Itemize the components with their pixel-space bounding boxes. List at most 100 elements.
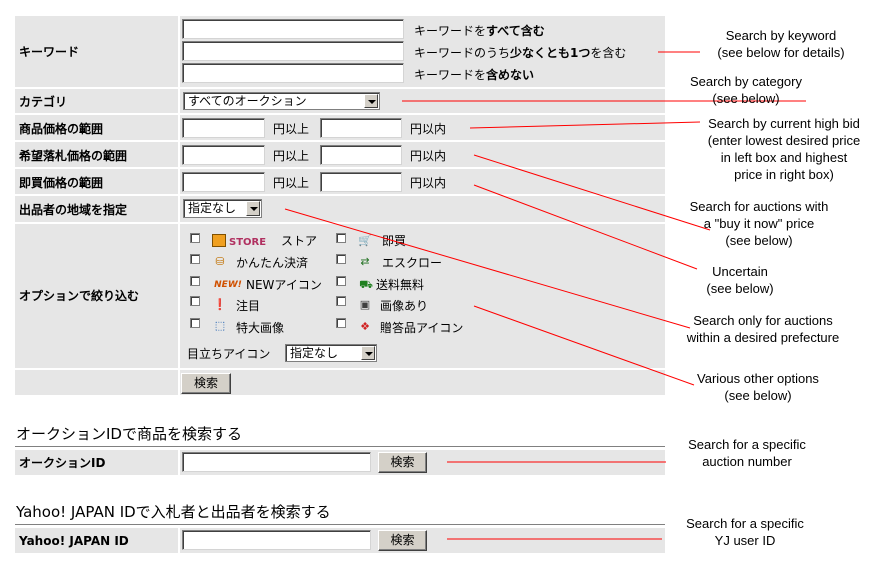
option-store-label: ストア [281, 234, 318, 248]
annotation-options-line2: (see below) [724, 388, 792, 403]
large-image-icon: ⬚ [214, 319, 226, 332]
desired-price-min-unit: 円以上 [273, 149, 310, 163]
camera-icon: ▣ [359, 298, 371, 311]
annotation-user-id-line1: Search for a specific [686, 516, 804, 531]
auction-id-search-button[interactable]: 検索 [378, 452, 427, 473]
keyword-none-caption: キーワードを含めない [414, 68, 534, 82]
label-cell-submit [15, 370, 178, 395]
user-id-search-button[interactable]: 検索 [378, 530, 427, 551]
annotation-keyword-line1: Search by keyword [725, 28, 837, 43]
buy-now-price-min-input[interactable] [182, 172, 265, 192]
label-cell-region [15, 196, 178, 222]
current-price-max-input[interactable] [320, 118, 402, 138]
annotation-buy-now: Search for auctions with a "buy it now" … [674, 198, 844, 249]
option-escrow-checkbox[interactable] [336, 254, 346, 264]
keyword-any-caption-pre: キーワードのうち [414, 46, 511, 60]
field-cell-submit [180, 370, 665, 395]
option-free-shipping-label: 送料無料 [376, 278, 425, 292]
option-new-checkbox[interactable] [190, 276, 200, 286]
annotation-user-id-line2: YJ user ID [714, 533, 776, 548]
keyword-any-input[interactable] [182, 41, 404, 61]
keyword-any-caption-post: を含む [590, 46, 627, 60]
annotation-auction-number-line1: Search for a specific [688, 437, 806, 452]
keyword-label: キーワード [19, 45, 80, 59]
annotation-options-line1: Various other options [697, 371, 819, 386]
region-select[interactable]: 指定なし [183, 199, 262, 218]
desired-price-max-input[interactable] [320, 145, 402, 165]
keyword-none-input[interactable] [182, 63, 404, 83]
desired-price-max-unit: 円以内 [410, 149, 447, 163]
annotation-category-line2: (see below) [712, 91, 780, 106]
option-featured-label: 注目 [236, 299, 261, 313]
keyword-any-caption-bold: 少なくとも1つ [510, 46, 591, 60]
keyword-all-caption-bold: すべて含む [486, 24, 545, 38]
annotation-line-prefecture [284, 208, 691, 329]
store-icon-text: STORE [229, 237, 267, 248]
featured-icon: ❗ [213, 298, 227, 311]
new-icon: NEW! [212, 278, 244, 292]
option-featured-checkbox[interactable] [190, 296, 200, 306]
annotation-uncertain-line2: (see below) [706, 281, 774, 296]
annotation-current-bid-line1: Search by current high bid [708, 116, 860, 131]
current-price-max-unit: 円以内 [410, 122, 447, 136]
buy-now-price-label: 即買価格の範囲 [19, 176, 104, 190]
free-shipping-icon: ⛟ [359, 278, 373, 291]
keyword-none-caption-pre: キーワードを [414, 68, 487, 82]
chevron-down-icon[interactable] [361, 346, 375, 360]
label-cell-options [15, 224, 178, 368]
keyword-all-caption-pre: キーワードを [414, 24, 487, 38]
chevron-down-icon[interactable] [364, 94, 378, 108]
annotation-uncertain: Uncertain (see below) [680, 263, 800, 297]
store-icon: STORE [212, 234, 272, 248]
keyword-none-caption-bold: 含めない [486, 68, 535, 82]
buy-now-price-max-input[interactable] [320, 172, 402, 192]
cart-icon: 🛒 [358, 234, 372, 247]
region-label: 出品者の地域を指定 [19, 203, 128, 217]
user-id-input[interactable] [182, 530, 371, 550]
annotation-category: Search by category (see below) [671, 73, 821, 107]
options-label: オプションで絞り込む [19, 289, 140, 303]
option-camera-checkbox[interactable] [336, 296, 346, 306]
label-cell-buy-now-price [15, 169, 178, 194]
option-easy-pay-label: かんたん決済 [236, 256, 309, 270]
label-cell-category [15, 89, 178, 113]
user-id-label-cell [15, 528, 178, 553]
buy-now-price-max-unit: 円以内 [410, 176, 447, 190]
annotation-keyword: Search by keyword (see below for details… [703, 27, 859, 61]
option-free-shipping-checkbox[interactable] [336, 276, 346, 286]
field-cell-options [180, 224, 665, 368]
current-price-min-input[interactable] [182, 118, 265, 138]
keyword-all-input[interactable] [182, 19, 404, 39]
option-store-checkbox[interactable] [190, 233, 200, 243]
option-easy-pay-checkbox[interactable] [190, 254, 200, 264]
annotation-prefecture: Search only for auctions within a desire… [672, 312, 854, 346]
label-cell-current-price [15, 115, 178, 140]
auction-id-input[interactable] [182, 452, 371, 472]
highlight-icon-select[interactable]: 指定なし [285, 344, 377, 362]
annotation-current-bid: Search by current high bid (enter lowest… [694, 115, 874, 183]
annotation-current-bid-line4: price in right box) [734, 167, 834, 182]
annotation-current-bid-line3: in left box and highest [720, 150, 848, 165]
annotation-user-id: Search for a specific YJ user ID [670, 515, 820, 549]
annotation-category-line1: Search by category [689, 74, 802, 89]
desired-price-label: 希望落札価格の範囲 [19, 149, 128, 163]
annotation-auction-number: Search for a specific auction number [672, 436, 822, 470]
current-price-label: 商品価格の範囲 [19, 122, 104, 136]
option-buy-now-checkbox[interactable] [336, 233, 346, 243]
annotation-buy-now-line3: (see below) [725, 233, 793, 248]
option-large-image-checkbox[interactable] [190, 318, 200, 328]
auction-id-label: オークションID [19, 456, 106, 470]
annotation-buy-now-line2: a "buy it now" price [703, 216, 815, 231]
chevron-down-icon[interactable] [246, 201, 260, 216]
desired-price-min-input[interactable] [182, 145, 265, 165]
annotation-line-uncertain [473, 184, 698, 270]
user-id-section-title: Yahoo! JAPAN IDで入札者と出品者を検索する [16, 503, 331, 521]
category-select[interactable]: すべてのオークション [183, 92, 380, 110]
option-escrow-label: エスクロー [382, 256, 443, 270]
annotation-options: Various other options (see below) [680, 370, 836, 404]
region-select-value: 指定なし [188, 201, 237, 215]
auction-id-section-divider [15, 446, 665, 447]
search-button[interactable]: 検索 [181, 373, 231, 394]
option-gift-checkbox[interactable] [336, 318, 346, 328]
